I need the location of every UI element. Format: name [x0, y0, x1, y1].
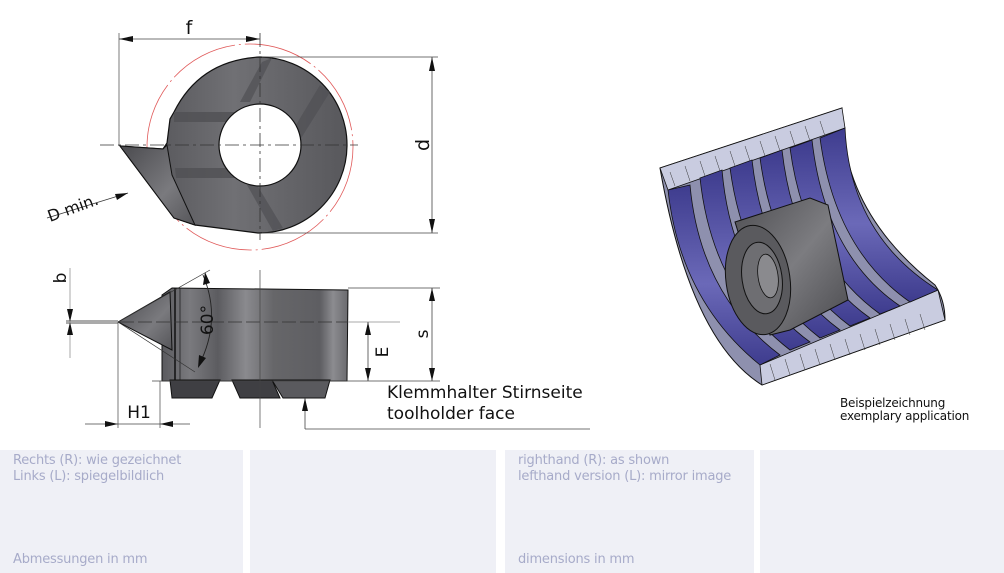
handedness-left-de: Links (L): spiegelbildlich	[13, 469, 165, 484]
side-view: 60° b s E H1	[51, 268, 590, 430]
dmin-circle	[146, 43, 354, 251]
application-view	[659, 107, 946, 386]
caption-de: Beispielzeichnung	[840, 396, 946, 410]
info-panel-de: Rechts (R): wie gezeichnet Links (L): sp…	[0, 450, 243, 573]
toolholder-face-de: Klemmhalter Stirnseite	[387, 383, 583, 403]
application-caption: Beispielzeichnung exemplary application	[840, 397, 969, 423]
handedness-right-de: Rechts (R): wie gezeichnet	[13, 453, 182, 468]
dim-dmin-label: D min.	[45, 190, 101, 226]
handedness-left-en: lefthand version (L): mirror image	[518, 469, 732, 484]
info-panel-empty-1	[250, 450, 496, 573]
top-view: f d D min.	[45, 17, 438, 251]
toolholder-face-label: Klemmhalter Stirnseite toolholder face	[387, 383, 583, 425]
technical-drawing: f d D min. 60°	[45, 17, 946, 430]
dim-d-label: d	[412, 139, 434, 151]
angle-label: 60°	[198, 305, 218, 335]
dim-h1-label: H1	[127, 403, 151, 423]
caption-en: exemplary application	[840, 409, 970, 423]
info-panel-empty-2	[760, 450, 1004, 573]
units-note-de: Abmessungen in mm	[13, 552, 148, 567]
dim-s-label: s	[413, 329, 433, 338]
handedness-right-en: righthand (R): as shown	[518, 453, 670, 468]
dim-b-label: b	[51, 273, 71, 284]
toolholder-face-en: toolholder face	[387, 404, 515, 424]
units-note-en: dimensions in mm	[518, 552, 635, 567]
dim-e-label: E	[373, 347, 393, 358]
dim-f-label: f	[186, 17, 194, 39]
info-panel-en: righthand (R): as shown lefthand version…	[505, 450, 754, 573]
